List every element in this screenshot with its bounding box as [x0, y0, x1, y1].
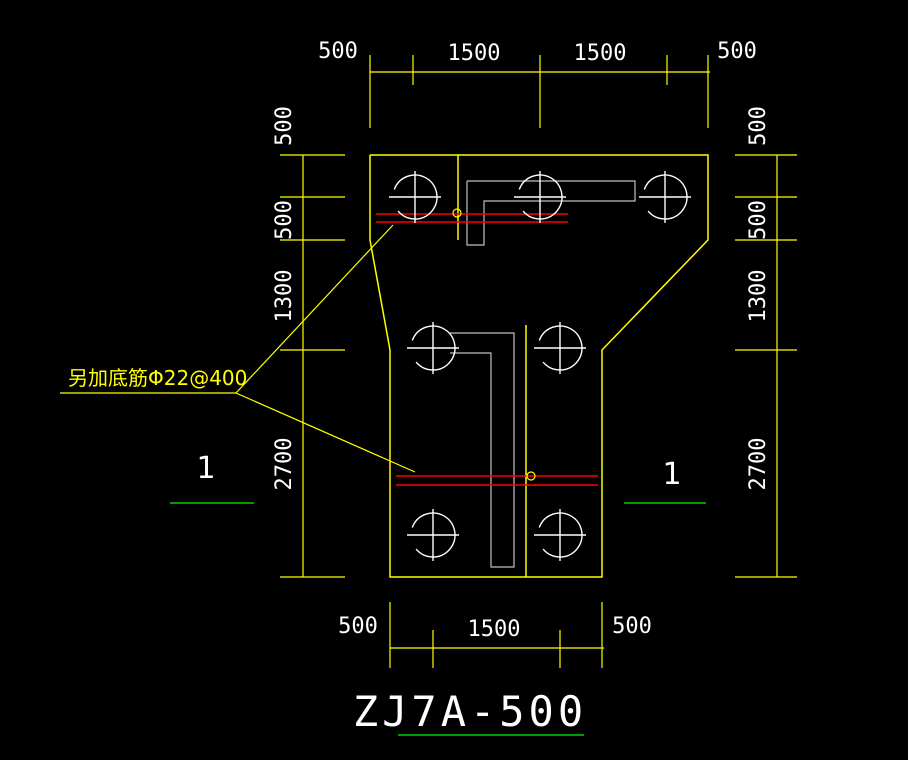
left-dim-3: 1300	[272, 270, 297, 323]
section-label-left: 1	[196, 451, 215, 486]
right-dim-4: 2700	[746, 438, 771, 491]
tie-beam-outline	[450, 180, 636, 568]
right-dim-3: 1300	[746, 270, 771, 323]
pile-symbol	[389, 171, 441, 223]
top-dim-4: 500	[717, 39, 757, 64]
pile-symbol	[639, 171, 691, 223]
left-dim-1: 500	[272, 106, 297, 146]
section-marker-right: 1	[624, 457, 706, 504]
section-marker-left: 1	[170, 451, 254, 504]
left-dim-2: 500	[272, 200, 297, 240]
top-dim-1: 500	[318, 39, 358, 64]
rebar-marker	[452, 208, 462, 218]
left-dimension-texts: 500 500 1300 2700	[272, 106, 297, 490]
piles	[389, 171, 691, 561]
dimension-lines	[280, 55, 797, 668]
bottom-dimension-texts: 500 1500 500	[338, 614, 652, 642]
right-dim-2: 500	[746, 200, 771, 240]
top-dim-2: 1500	[448, 41, 501, 66]
rebar-note: 另加底筋Φ22@400	[68, 366, 247, 390]
top-dim-3: 1500	[574, 41, 627, 66]
section-label-right: 1	[662, 457, 681, 492]
pile-symbol	[514, 171, 566, 223]
pile-symbol	[407, 322, 459, 374]
top-dimension-texts: 500 1500 1500 500	[318, 39, 757, 66]
drawing-title-text: ZJ7A-500	[353, 687, 587, 736]
pile-symbol	[407, 509, 459, 561]
drawing-title: ZJ7A-500	[353, 687, 587, 736]
right-dim-1: 500	[746, 106, 771, 146]
rebar-marker	[526, 471, 536, 481]
note-leader	[60, 224, 416, 473]
bottom-dim-1: 500	[338, 614, 378, 639]
pile-symbol	[534, 322, 586, 374]
right-dimension-texts: 500 500 1300 2700	[746, 106, 771, 490]
pile-cap-outline	[369, 154, 709, 578]
pile-symbol	[534, 509, 586, 561]
bottom-dim-3: 500	[612, 614, 652, 639]
bottom-dim-2: 1500	[468, 617, 521, 642]
bottom-rebar	[376, 213, 598, 486]
left-dim-4: 2700	[272, 438, 297, 491]
